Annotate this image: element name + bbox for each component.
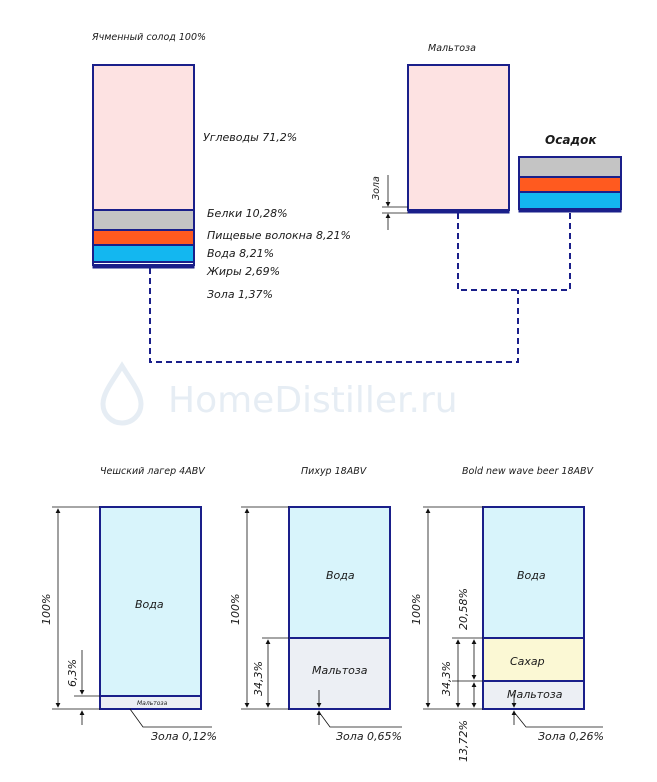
connector-maltose-sediment	[457, 212, 571, 291]
watermark: HomeDistiller.ru	[100, 361, 458, 426]
malt-column: Ячменный солод 100% Углеводы 71,2% Белки…	[91, 32, 351, 301]
lager-maltose-label: Мальтоза	[137, 700, 168, 707]
bold-maltose-layer	[482, 680, 585, 710]
bold-column: Bold new wave beer 18ABV Вода Сахар Маль…	[410, 466, 604, 762]
lager-maltose-layer	[99, 695, 202, 710]
pihur-title: Пихур 18ABV	[301, 466, 368, 477]
carbs-label: Углеводы 71,2%	[203, 131, 297, 144]
water-layer	[92, 244, 195, 263]
lager-dim-part-label: 6,3%	[66, 659, 79, 687]
sediment-ash-layer	[518, 208, 622, 213]
pihur-water-layer	[288, 506, 391, 639]
sediment-protein-layer	[518, 156, 622, 178]
bold-dim-part-label: 34,3%	[440, 661, 453, 696]
bold-title: Bold new wave beer 18ABV	[462, 466, 595, 477]
protein-layer	[92, 209, 195, 231]
ash-layer	[92, 264, 195, 269]
bold-maltose-label: Мальтоза	[507, 688, 563, 701]
pihur-water-label: Вода	[326, 569, 355, 582]
bold-ash-leader	[513, 711, 603, 728]
water-label: Вода 8,21%	[207, 247, 274, 260]
sediment-fiber-layer	[518, 176, 622, 193]
lager-dim-total-label: 100%	[40, 594, 53, 625]
bold-ash-label: Зола 0,26%	[538, 730, 604, 743]
bold-dim-total-label: 100%	[410, 594, 423, 625]
bold-dim-sugar-label: 20,58%	[457, 588, 470, 630]
bold-water-layer	[482, 506, 585, 639]
maltose-ash-label: Зола	[371, 176, 382, 200]
sediment-title: Осадок	[545, 133, 597, 147]
watermark-text: HomeDistiller.ru	[168, 380, 458, 421]
droplet-icon	[100, 361, 144, 426]
lager-title: Чешский лагер 4ABV	[100, 466, 206, 477]
lager-ash-leader	[129, 708, 212, 728]
connector-malt-to-split	[149, 268, 519, 363]
sediment-column: Осадок	[518, 133, 622, 213]
maltose-column: Мальтоза Зола	[371, 43, 510, 230]
fiber-layer	[92, 229, 195, 246]
lager-water-label: Вода	[135, 598, 164, 611]
lager-ash-label: Зола 0,12%	[151, 730, 217, 743]
pihur-column: Пихур 18ABV Вода Мальтоза 100% 34,3% Зол…	[229, 466, 402, 743]
pihur-ash-leader	[318, 711, 402, 728]
maltose-ash-layer	[407, 209, 510, 214]
lager-column: Чешский лагер 4ABV Вода Мальтоза 100% 6,…	[40, 466, 217, 743]
pihur-dim-part-label: 34,3%	[252, 661, 265, 696]
bold-dim-maltose-label: 13,72%	[457, 720, 470, 762]
pihur-maltose-label: Мальтоза	[312, 664, 368, 677]
pihur-ash-label: Зола 0,65%	[336, 730, 402, 743]
carbs-layer	[92, 64, 195, 211]
pihur-dim-total-label: 100%	[229, 594, 242, 625]
bold-sugar-layer	[482, 637, 585, 682]
lager-water-layer	[99, 506, 202, 697]
malt-title: Ячменный солод 100%	[91, 32, 206, 43]
fat-label: Жиры 2,69%	[206, 265, 280, 278]
bold-water-label: Вода	[517, 569, 546, 582]
protein-label: Белки 10,28%	[207, 207, 288, 220]
maltose-title: Мальтоза	[428, 43, 476, 54]
ash-label: Зола 1,37%	[207, 288, 273, 301]
sediment-water-layer	[518, 191, 622, 210]
pihur-maltose-layer	[288, 637, 391, 710]
maltose-body	[407, 64, 510, 211]
bold-sugar-label: Сахар	[510, 655, 545, 668]
fiber-label: Пищевые волокна 8,21%	[207, 229, 351, 242]
